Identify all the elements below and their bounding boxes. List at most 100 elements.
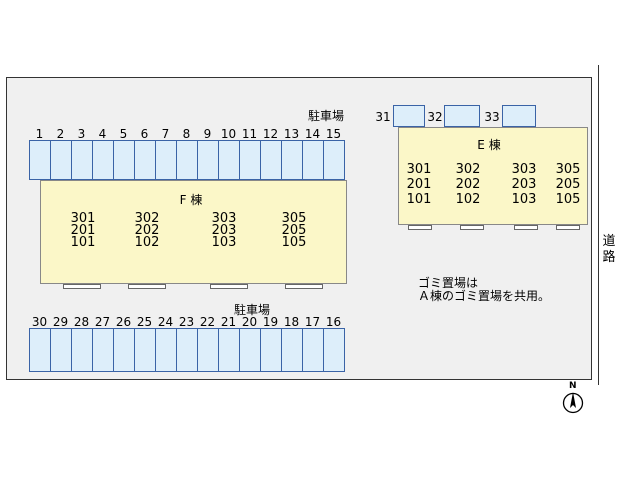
unit-number: 203 bbox=[211, 223, 237, 238]
building-f-entrance bbox=[63, 284, 101, 289]
parking-number: 13 bbox=[283, 127, 300, 141]
unit-number: 302 bbox=[455, 162, 481, 177]
parking-number: 5 bbox=[119, 127, 128, 141]
parking-space-15 bbox=[323, 140, 345, 180]
building-e-entrance bbox=[514, 225, 538, 230]
parking-number: 12 bbox=[262, 127, 279, 141]
unit-number: 101 bbox=[70, 235, 96, 250]
parking-number: 15 bbox=[325, 127, 342, 141]
building-e-name: E 棟 bbox=[477, 138, 501, 152]
north-arrow-icon bbox=[562, 392, 584, 414]
parking-space-22 bbox=[197, 328, 219, 372]
parking-space-18 bbox=[281, 328, 303, 372]
unit-number: 102 bbox=[455, 192, 481, 207]
parking-number: 2 bbox=[56, 127, 65, 141]
parking-space-6 bbox=[134, 140, 156, 180]
parking-space-25 bbox=[134, 328, 156, 372]
parking-number: 21 bbox=[220, 315, 237, 329]
parking-number: 23 bbox=[178, 315, 195, 329]
parking-space-4 bbox=[92, 140, 114, 180]
parking-number: 4 bbox=[98, 127, 107, 141]
parking-space-28 bbox=[71, 328, 93, 372]
parking-space-27 bbox=[92, 328, 114, 372]
parking-space-32 bbox=[444, 105, 480, 127]
unit-number: 205 bbox=[555, 177, 581, 192]
parking-number: 33 bbox=[484, 110, 500, 124]
parking-space-5 bbox=[113, 140, 135, 180]
building-f-entrance bbox=[285, 284, 323, 289]
unit-number: 305 bbox=[281, 211, 307, 226]
parking-space-19 bbox=[260, 328, 282, 372]
garbage-note: ゴミ置場は Ａ棟のゴミ置場を共用。 bbox=[418, 277, 550, 303]
parking-number: 7 bbox=[161, 127, 170, 141]
parking-space-7 bbox=[155, 140, 177, 180]
parking-number: 24 bbox=[157, 315, 174, 329]
parking-number: 9 bbox=[203, 127, 212, 141]
parking-number: 25 bbox=[136, 315, 153, 329]
unit-number: 102 bbox=[134, 235, 160, 250]
building-e-entrance bbox=[556, 225, 580, 230]
garbage-note-line2: Ａ棟のゴミ置場を共用。 bbox=[418, 289, 551, 303]
parking-space-12 bbox=[260, 140, 282, 180]
parking-label-bottom: 駐車場 bbox=[234, 303, 271, 317]
unit-number: 202 bbox=[134, 223, 160, 238]
parking-space-21 bbox=[218, 328, 240, 372]
unit-number: 203 bbox=[511, 177, 537, 192]
parking-number: 14 bbox=[304, 127, 321, 141]
parking-space-9 bbox=[197, 140, 219, 180]
parking-number: 18 bbox=[283, 315, 300, 329]
parking-space-24 bbox=[155, 328, 177, 372]
north-label: N bbox=[569, 381, 577, 391]
parking-number: 31 bbox=[375, 110, 391, 124]
parking-number: 20 bbox=[241, 315, 258, 329]
parking-number: 29 bbox=[52, 315, 69, 329]
parking-number: 16 bbox=[325, 315, 342, 329]
road-edge-line bbox=[598, 65, 599, 385]
parking-space-26 bbox=[113, 328, 135, 372]
parking-number: 26 bbox=[115, 315, 132, 329]
parking-space-8 bbox=[176, 140, 198, 180]
unit-number: 305 bbox=[555, 162, 581, 177]
unit-number: 303 bbox=[511, 162, 537, 177]
parking-number: 6 bbox=[140, 127, 149, 141]
parking-space-13 bbox=[281, 140, 303, 180]
parking-number: 11 bbox=[241, 127, 258, 141]
unit-number: 302 bbox=[134, 211, 160, 226]
parking-number: 10 bbox=[220, 127, 237, 141]
parking-space-2 bbox=[50, 140, 72, 180]
building-f-name: F 棟 bbox=[179, 193, 203, 207]
parking-number: 30 bbox=[31, 315, 48, 329]
unit-number: 301 bbox=[406, 162, 432, 177]
parking-number: 22 bbox=[199, 315, 216, 329]
parking-space-10 bbox=[218, 140, 240, 180]
unit-number: 205 bbox=[281, 223, 307, 238]
parking-space-1 bbox=[29, 140, 51, 180]
parking-space-33 bbox=[502, 105, 536, 127]
parking-space-30 bbox=[29, 328, 51, 372]
parking-number: 19 bbox=[262, 315, 279, 329]
unit-number: 105 bbox=[281, 235, 307, 250]
unit-number: 301 bbox=[70, 211, 96, 226]
building-f-entrance bbox=[210, 284, 248, 289]
parking-space-16 bbox=[323, 328, 345, 372]
parking-space-20 bbox=[239, 328, 261, 372]
parking-space-17 bbox=[302, 328, 324, 372]
garbage-note-line1: ゴミ置場は bbox=[418, 276, 479, 290]
building-e-entrance bbox=[460, 225, 484, 230]
parking-number: 32 bbox=[427, 110, 443, 124]
unit-number: 103 bbox=[511, 192, 537, 207]
building-e-entrance bbox=[408, 225, 432, 230]
parking-number: 27 bbox=[94, 315, 111, 329]
parking-label-top: 駐車場 bbox=[308, 109, 345, 123]
parking-space-14 bbox=[302, 140, 324, 180]
unit-number: 201 bbox=[406, 177, 432, 192]
building-f-entrance bbox=[128, 284, 166, 289]
parking-number: 1 bbox=[35, 127, 44, 141]
unit-number: 201 bbox=[70, 223, 96, 238]
parking-number: 28 bbox=[73, 315, 90, 329]
parking-number: 3 bbox=[77, 127, 86, 141]
unit-number: 202 bbox=[455, 177, 481, 192]
unit-number: 105 bbox=[555, 192, 581, 207]
